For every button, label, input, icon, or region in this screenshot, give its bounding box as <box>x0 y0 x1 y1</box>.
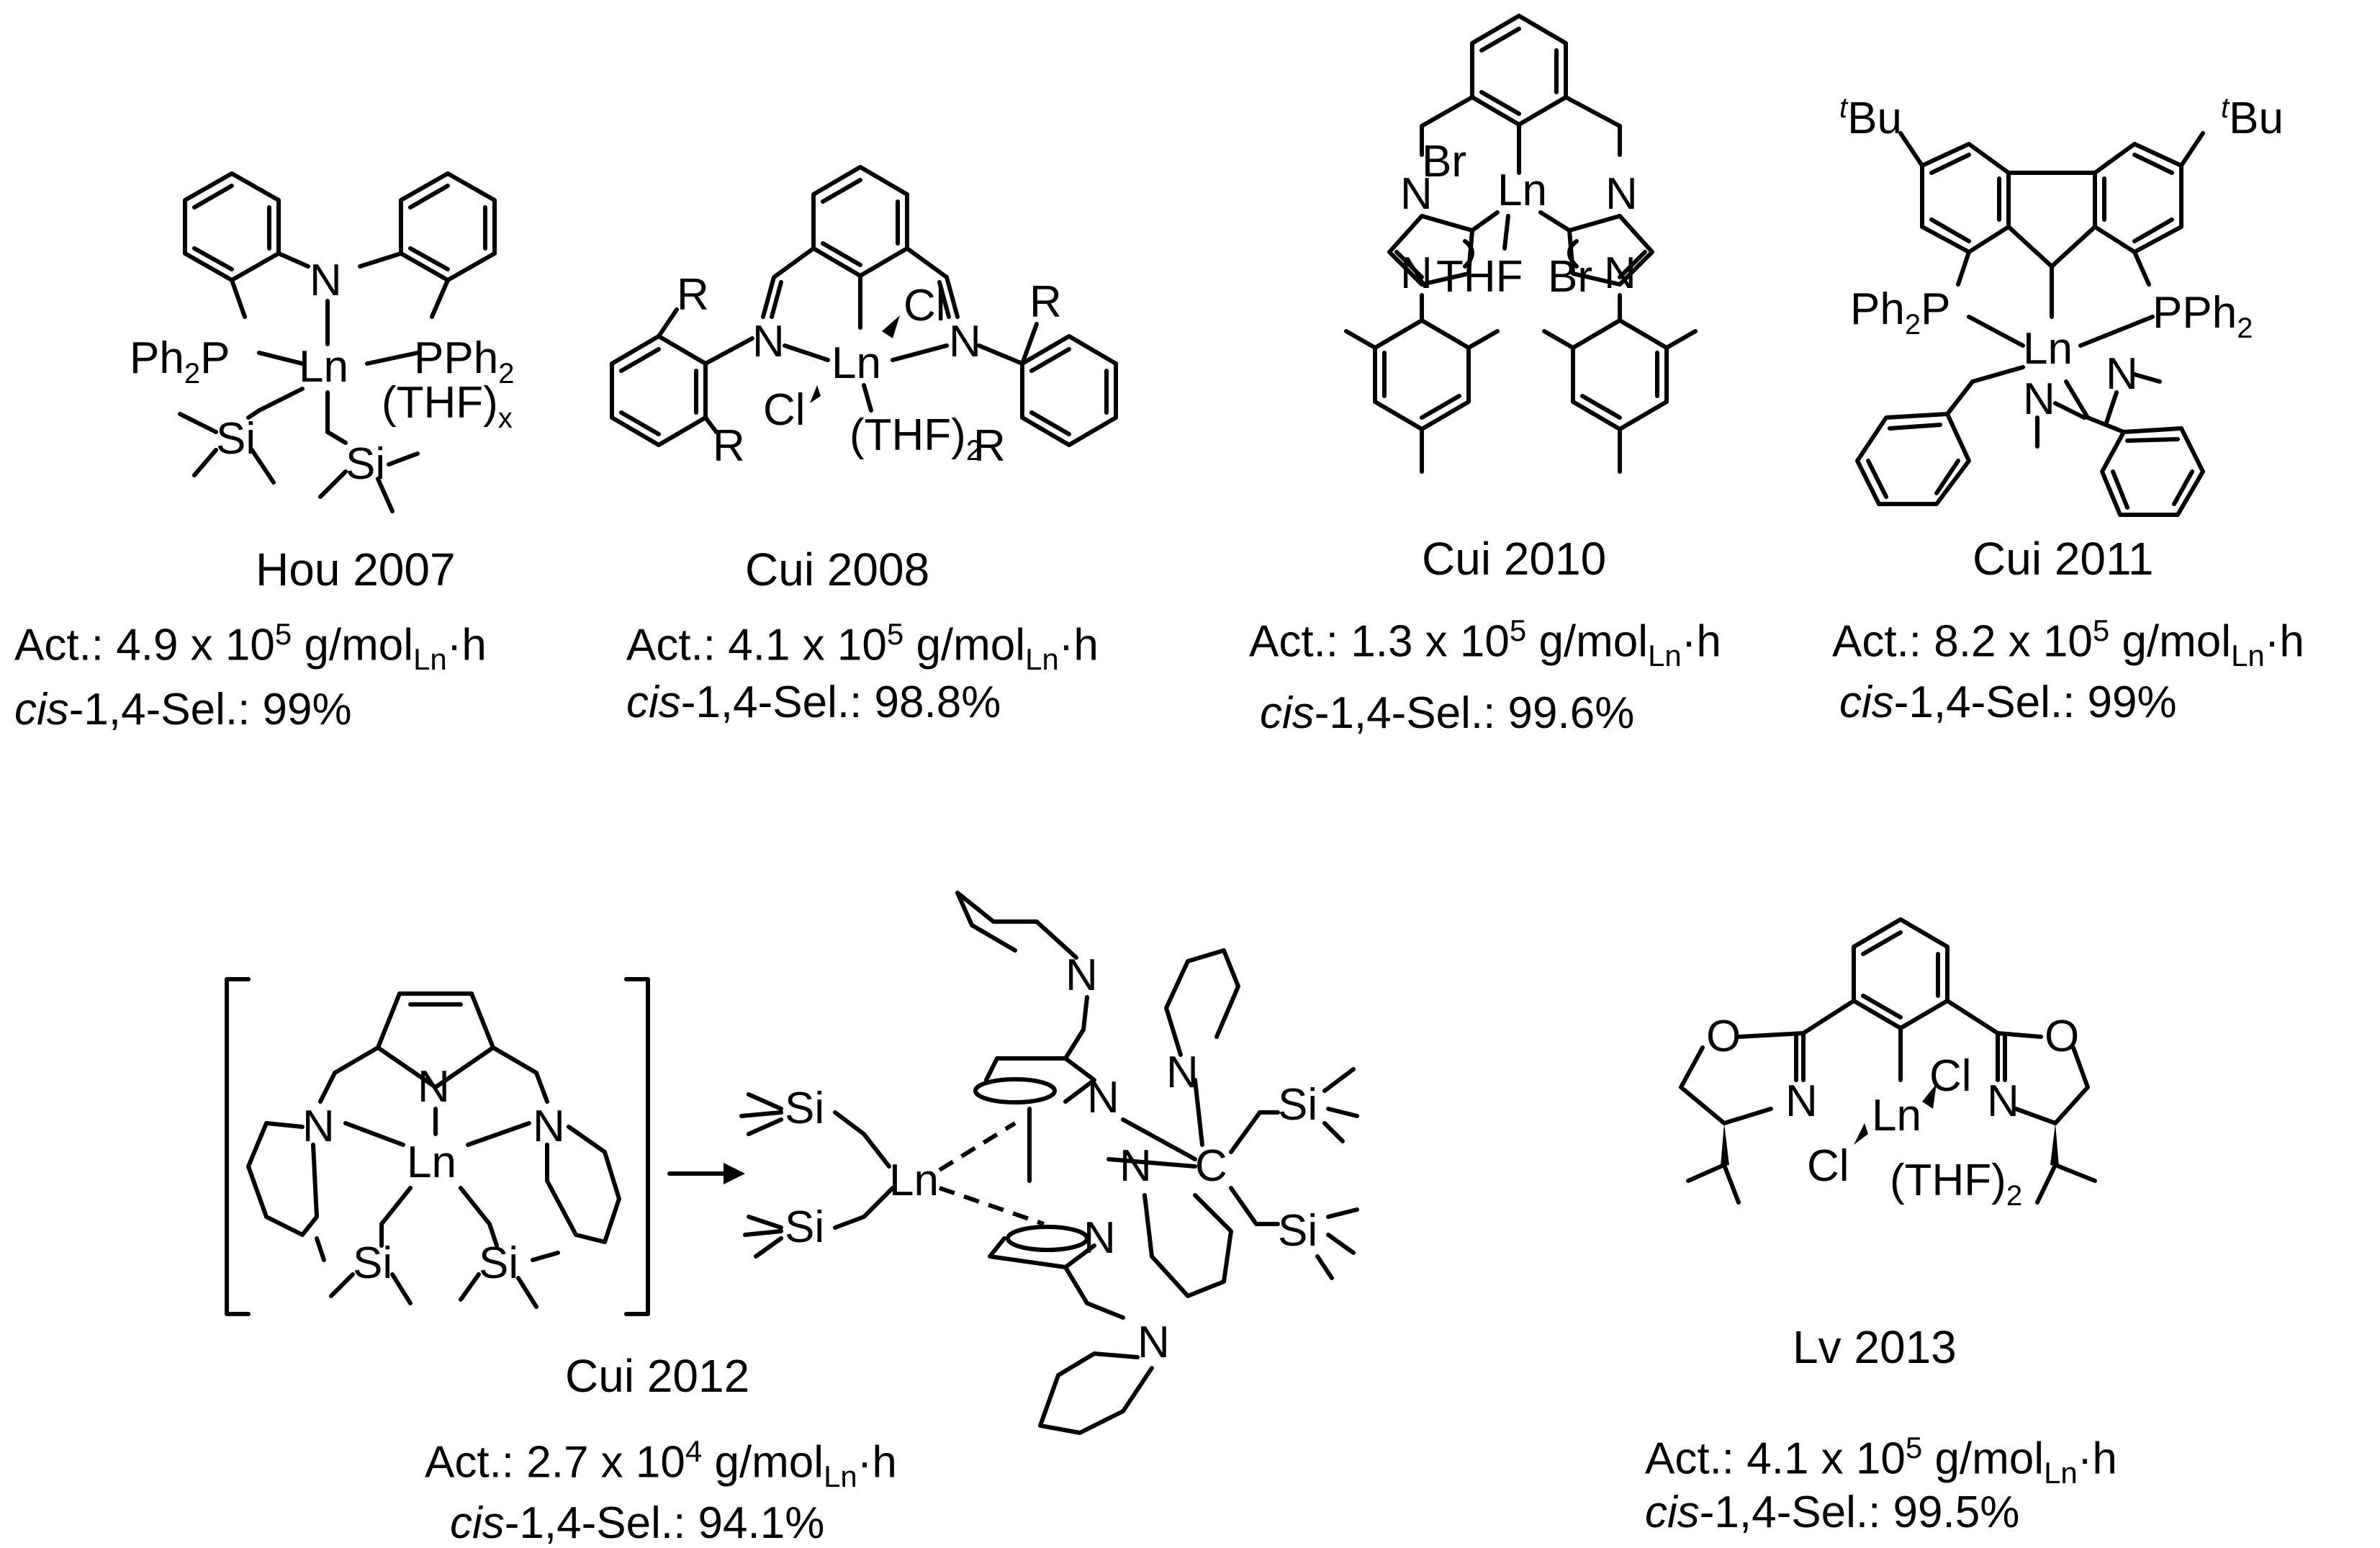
atom-ln: Ln <box>2023 324 2073 374</box>
ph2p-label: Ph2P <box>1850 284 1950 341</box>
caption-title-cui-2010: Cui 2010 <box>1422 533 1607 585</box>
atom-n: N <box>1400 169 1433 219</box>
thf-x-label: (THF)x <box>382 378 513 434</box>
caption-selectivity-cui-2008: cis-1,4-Sel.: 98.8% <box>626 678 1001 727</box>
atom-n: N <box>1119 1141 1152 1191</box>
structure-lv-2013: O N O N Ln Cl Cl (THF)2 <box>1679 917 2097 1212</box>
atom-ln: Ln <box>407 1138 456 1187</box>
structure-cui-2008: N N Ln Cl Cl (THF)2 R R R R <box>610 165 1118 471</box>
thf-2-label: (THF)2 <box>849 410 982 467</box>
atom-r: R <box>713 421 745 471</box>
structure-hou-2007: N Ph2P PPh2 Ln (THF)x Si Si <box>130 171 514 513</box>
atom-r: R <box>973 421 1006 471</box>
atom-n: N <box>1400 248 1433 298</box>
caption-selectivity-cui-2011: cis-1,4-Sel.: 99% <box>1839 678 2177 727</box>
structure-cui-2012: N N N Ln Si Si Si Si <box>225 891 1359 1435</box>
atom-r: R <box>677 270 709 320</box>
atom-br: Br <box>1422 137 1466 186</box>
tbu-left: tBu <box>1839 92 1902 143</box>
atom-n: N <box>949 317 981 366</box>
atom-r: R <box>1029 277 1062 327</box>
caption-selectivity-lv-2013: cis-1,4-Sel.: 99.5% <box>1645 1488 2020 1537</box>
caption-title-cui-2012: Cui 2012 <box>565 1350 750 1402</box>
caption-selectivity-cui-2010: cis-1,4-Sel.: 99.6% <box>1260 688 1635 738</box>
pph2-label: PPh2 <box>2153 288 2253 344</box>
atom-si: Si <box>216 414 256 464</box>
atom-ln: Ln <box>831 338 881 388</box>
caption-title-hou-2007: Hou 2007 <box>256 544 456 595</box>
atom-n: N <box>302 1102 335 1151</box>
caption-activity-lv-2013: Act.: 4.1 x 105 g/molLn·h <box>1645 1431 2117 1490</box>
caption-activity-cui-2011: Act.: 8.2 x 105 g/molLn·h <box>1832 613 2304 673</box>
atom-n: N <box>418 1062 450 1112</box>
atom-o: O <box>1706 1012 1741 1061</box>
atom-c: C <box>1195 1141 1227 1191</box>
atom-n: N <box>2023 374 2055 424</box>
thf-2-label: (THF)2 <box>1890 1156 2022 1212</box>
atom-n: N <box>533 1102 565 1151</box>
structure-cui-2011: tBu tBu Ph2P PPh2 Ln N N <box>1839 92 2284 517</box>
atom-n: N <box>310 256 342 305</box>
atom-n: N <box>1083 1213 1116 1263</box>
atom-n: N <box>1987 1076 2019 1126</box>
atom-ln: Ln <box>889 1156 939 1205</box>
atom-si: Si <box>785 1084 824 1133</box>
pph2-label: PPh2 <box>414 333 514 390</box>
atom-n: N <box>1065 950 1098 1000</box>
caption-activity-cui-2012: Act.: 2.7 x 104 g/molLn·h <box>425 1434 897 1494</box>
atom-n: N <box>1087 1073 1119 1122</box>
atom-si: Si <box>353 1238 392 1288</box>
atom-br: Br <box>1548 252 1592 302</box>
caption-activity-cui-2008: Act.: 4.1 x 105 g/molLn·h <box>626 617 1099 677</box>
atom-ln: Ln <box>1497 166 1547 215</box>
tbu-right: tBu <box>2221 92 2284 143</box>
atom-ln: Ln <box>299 342 348 392</box>
atom-cl: Cl <box>763 385 806 435</box>
caption-activity-cui-2010: Act.: 1.3 x 105 g/molLn·h <box>1249 613 1721 673</box>
caption-title-cui-2008: Cui 2008 <box>745 544 930 595</box>
caption-title-cui-2011: Cui 2011 <box>1973 533 2154 585</box>
atom-n: N <box>1137 1318 1170 1367</box>
atom-cl: Cl <box>903 281 946 330</box>
atom-si: Si <box>1278 1206 1317 1256</box>
atom-si: Si <box>785 1202 824 1252</box>
caption-selectivity-hou-2007: cis-1,4-Sel.: 99% <box>14 685 352 734</box>
caption-activity-hou-2007: Act.: 4.9 x 105 g/molLn·h <box>14 617 487 677</box>
ph2p-label: Ph2P <box>130 333 230 390</box>
caption-title-lv-2013: Lv 2013 <box>1793 1321 1957 1373</box>
atom-cl: Cl <box>1929 1051 1972 1101</box>
caption-selectivity-cui-2012: cis-1,4-Sel.: 94.1% <box>450 1498 825 1548</box>
atom-si: Si <box>479 1238 518 1288</box>
atom-n: N <box>1785 1076 1818 1126</box>
thf-label: THF <box>1436 252 1523 302</box>
atom-n: N <box>1605 169 1638 219</box>
atom-ln: Ln <box>1872 1091 1921 1140</box>
atom-cl: Cl <box>1807 1141 1849 1191</box>
structure-cui-2010: Br Ln N N N THF N Br <box>1344 14 1698 474</box>
atom-si: Si <box>1278 1080 1317 1130</box>
atom-n: N <box>752 317 785 366</box>
atom-n: N <box>1604 248 1636 298</box>
